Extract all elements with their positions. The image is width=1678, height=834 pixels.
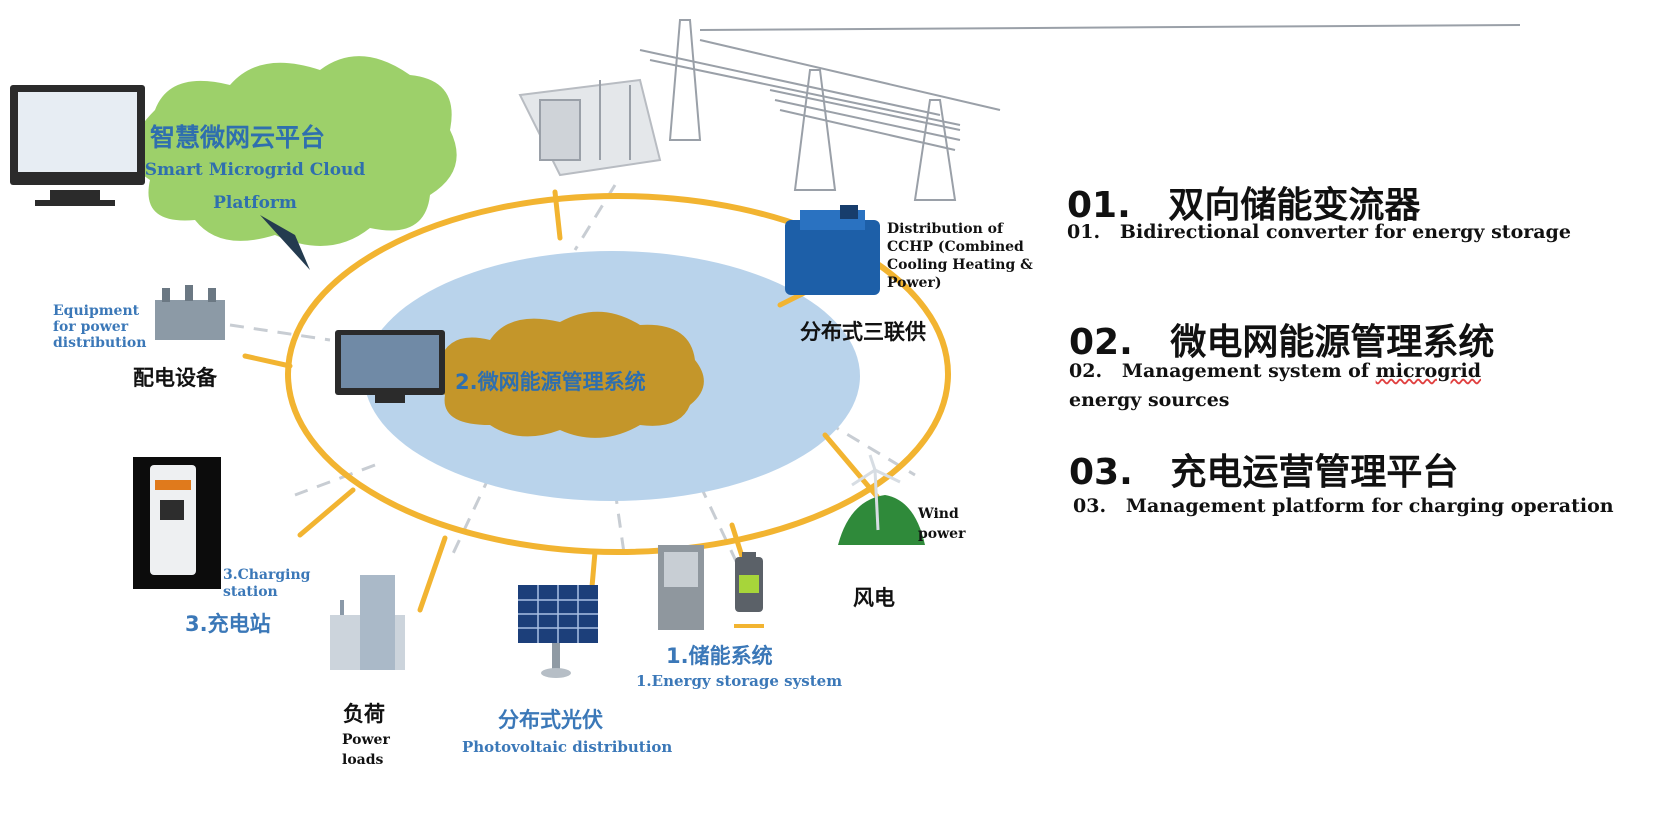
list-item-3-en: Management platform for charging operati… xyxy=(1125,495,1614,517)
power-loads-label-cn: 负荷 xyxy=(343,702,385,726)
wind-label-en: Wind power xyxy=(918,506,966,542)
wind-label-cn: 风电 xyxy=(853,586,895,610)
wind-turbine-icon xyxy=(838,454,925,545)
list-item-2-title: 02. 微电网能源管理系统 xyxy=(1069,313,1494,365)
cloud-title-cn: 智慧微网云平台 xyxy=(150,123,326,152)
charging-station-icon xyxy=(133,457,221,589)
building-icon xyxy=(330,575,405,670)
list-item-3-en-number: 03. xyxy=(1073,495,1107,517)
cloud-title-en: Smart Microgrid Cloud Platform xyxy=(144,160,366,213)
list-item-1-en: Bidirectional converter for energy stora… xyxy=(1119,221,1571,243)
charging-station-label-cn: 3.充电站 xyxy=(185,612,271,636)
list-item-1-en-number: 01. xyxy=(1067,221,1101,243)
list-item-3-number: 03. xyxy=(1069,452,1133,493)
list-item-2-en-pre: Management system of xyxy=(1121,360,1376,382)
list-item-2-en-number: 02. xyxy=(1069,360,1103,382)
list-item-1-cn: 双向储能变流器 xyxy=(1168,185,1421,226)
cchp-label-cn: 分布式三联供 xyxy=(800,320,926,344)
list-item-1-number: 01. xyxy=(1067,185,1131,226)
list-item-2-subtitle: 02. Management system of microgrid energ… xyxy=(1069,357,1529,415)
substation-and-towers xyxy=(518,19,1521,201)
list-item-1-title: 01. 双向储能变流器 xyxy=(1067,176,1420,228)
list-item-3-subtitle: 03. Management platform for charging ope… xyxy=(1073,495,1614,517)
photovoltaic-label-cn: 分布式光伏 xyxy=(498,708,603,732)
solar-panel-icon xyxy=(518,585,598,678)
cchp-label-en: Distribution of CCHP (Combined Cooling H… xyxy=(887,221,1033,291)
list-item-1-subtitle: 01. Bidirectional converter for energy s… xyxy=(1067,221,1571,243)
photovoltaic-label-en: Photovoltaic distribution xyxy=(462,738,673,756)
list-item-2-en-flagged-word: microgrid xyxy=(1375,360,1482,382)
cchp-engine-icon xyxy=(785,205,880,295)
list-item-2-number: 02. xyxy=(1069,322,1133,363)
energy-storage-icon xyxy=(658,545,764,630)
ring-ellipse xyxy=(285,193,951,555)
list-item-2-en-post: energy sources xyxy=(1069,389,1230,411)
energy-storage-label-en: 1.Energy storage system xyxy=(636,672,843,690)
center-label: 2.微网能源管理系统 xyxy=(455,370,646,394)
smart-cloud xyxy=(10,56,457,270)
list-item-2-cn: 微电网能源管理系统 xyxy=(1170,322,1495,363)
power-distribution-label-cn: 配电设备 xyxy=(133,366,217,390)
power-loads-label-en: Power loads xyxy=(342,732,390,768)
charging-station-label-en: 3.Charging station xyxy=(223,567,311,600)
power-distribution-label-en: Equipment for power distribution xyxy=(53,303,147,351)
list-item-3-title: 03. 充电运营管理平台 xyxy=(1069,443,1458,495)
ems-cloud xyxy=(335,311,704,438)
transformer-icon xyxy=(155,285,225,340)
list-item-3-cn: 充电运营管理平台 xyxy=(1170,452,1459,493)
energy-storage-label-cn: 1.储能系统 xyxy=(666,644,773,668)
